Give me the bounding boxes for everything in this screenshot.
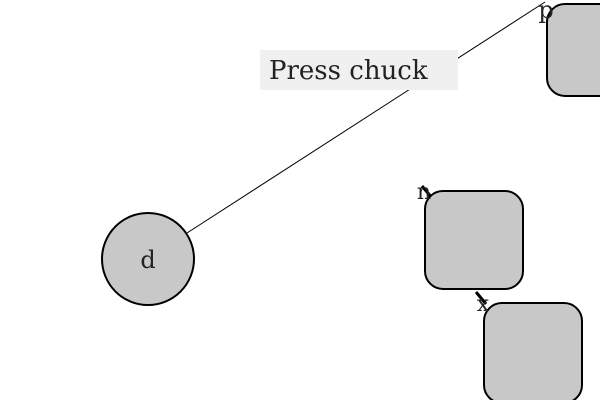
edge-label-background [260, 50, 458, 90]
node-n[interactable]: n [417, 180, 524, 290]
node-p-label: p [538, 0, 553, 24]
edge-d-to-p [186, 1, 546, 234]
node-d[interactable]: d [101, 212, 195, 306]
edge-n-to-x [474, 291, 488, 305]
node-x-label: x [477, 292, 490, 317]
node-d-shape [101, 212, 195, 306]
edge-label-text: Press chuck [269, 56, 428, 86]
node-x-shape [483, 302, 583, 400]
node-n-shape [424, 190, 524, 290]
node-x[interactable]: x [477, 292, 583, 400]
edge-label-press-chuck: Press chuck [260, 50, 458, 90]
node-d-label: d [140, 246, 155, 274]
node-p-shape [546, 3, 600, 97]
node-p[interactable]: p [538, 0, 600, 97]
node-n-label: n [417, 180, 431, 205]
